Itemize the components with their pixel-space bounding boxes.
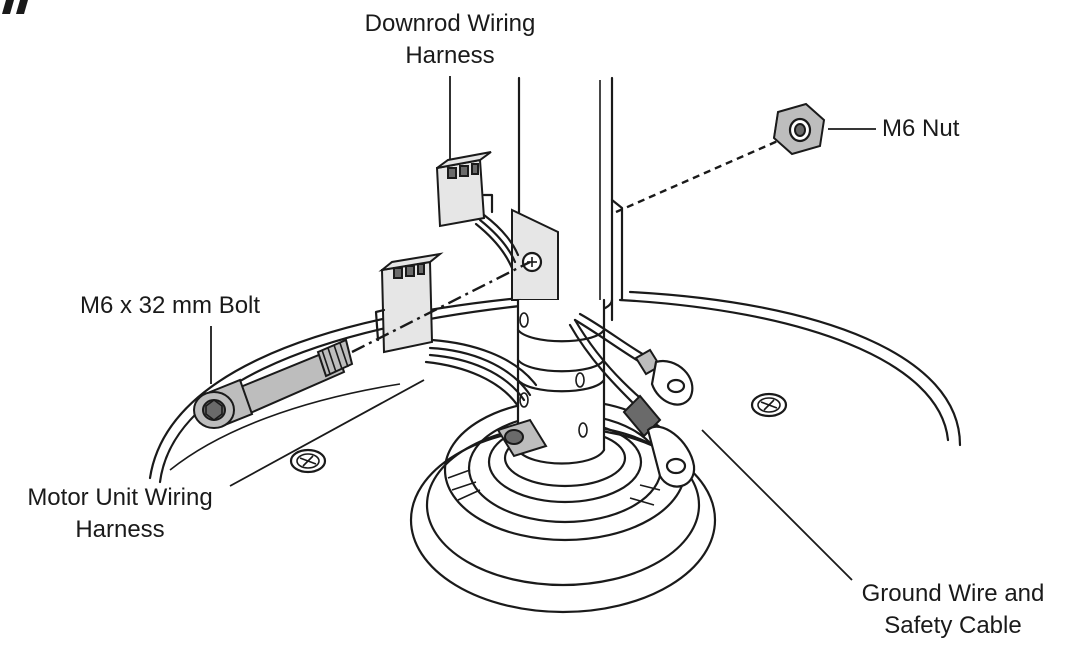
downrod-connector (435, 151, 520, 270)
ground-wire-terminal (573, 312, 694, 406)
m6-nut-label: M6 Nut (882, 113, 959, 145)
downrod-harness-label-line1: Downrod Wiring (364, 10, 536, 37)
ground-wire-label-line1: Ground Wire and (861, 580, 1045, 607)
bolt-alignment-line (351, 138, 781, 354)
phillips-screw-icon (289, 448, 327, 474)
phillips-screw-icon (750, 392, 788, 418)
leader-lines (210, 76, 876, 581)
coupling-tube (496, 298, 606, 465)
motor-harness-label-line2: Harness (75, 516, 165, 543)
m6-nut (772, 102, 826, 156)
ground-wire-label: Ground Wire and Safety Cable (838, 578, 1068, 642)
title-fragment (2, 0, 28, 14)
downrod-yoke (511, 208, 614, 317)
safety-cable-terminal (568, 318, 696, 488)
downrod-harness-label: Downrod Wiring Harness (330, 8, 570, 72)
m6-bolt-label-text: M6 x 32 mm Bolt (80, 292, 261, 319)
downrod-harness-label-line2: Harness (405, 42, 495, 69)
ground-wire-label-line2: Safety Cable (884, 612, 1022, 639)
motor-harness-label: Motor Unit Wiring Harness (0, 482, 240, 546)
m6-bolt-label: M6 x 32 mm Bolt (80, 290, 260, 322)
m6-bolt (193, 338, 354, 429)
m6-nut-label-text: M6 Nut (882, 115, 960, 142)
motor-harness-label-line1: Motor Unit Wiring (27, 484, 213, 511)
